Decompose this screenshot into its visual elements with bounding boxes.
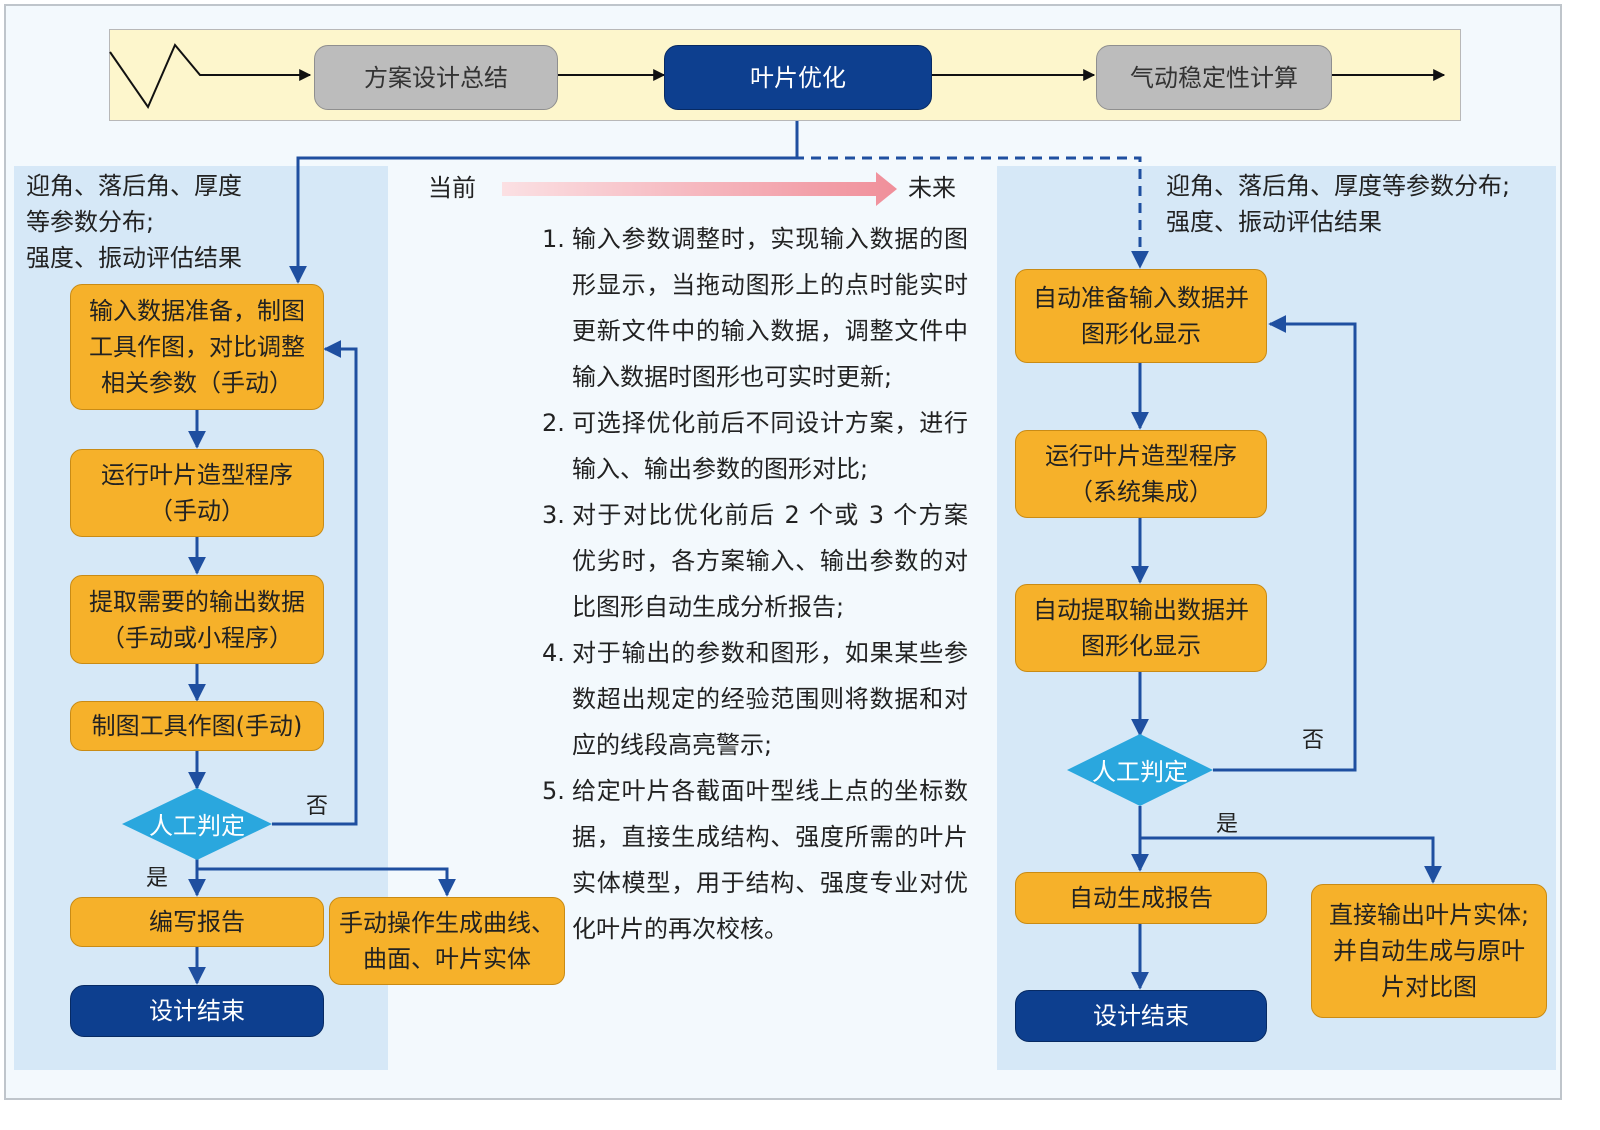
improvement-list: 1.输入参数调整时，实现输入数据的图形显示，当拖动图形上的点时能实时更新文件中的… — [542, 216, 968, 952]
list-item: 5.给定叶片各截面叶型线上点的坐标数据，直接生成结构、强度所需的叶片实体模型，用… — [542, 777, 968, 943]
right-decision-label: 人工判定 — [1092, 758, 1188, 786]
list-item: 4.对于输出的参数和图形，如果某些参数超出规定的经验范围则将数据和对应的线段高亮… — [542, 639, 968, 759]
left-step-extract-output: 提取需要的输出数据 （手动或小程序） — [70, 575, 324, 664]
left-end-box: 设计结束 — [70, 985, 324, 1037]
left-decision-label: 人工判定 — [149, 812, 245, 840]
timeline-future-label: 未来 — [908, 174, 956, 202]
left-no-label: 否 — [306, 794, 329, 819]
optimize-box: 叶片优化 — [664, 45, 932, 110]
summary-box: 方案设计总结 — [314, 45, 558, 110]
left-report-box: 编写报告 — [70, 897, 324, 947]
list-item: 1.输入参数调整时，实现输入数据的图形显示，当拖动图形上的点时能实时更新文件中的… — [542, 225, 968, 391]
right-step-run-program: 运行叶片造型程序 （系统集成） — [1015, 430, 1267, 518]
right-decision-diamond — [1067, 734, 1213, 806]
left-manual-model-box: 手动操作生成曲线、 曲面、叶片实体 — [329, 897, 565, 985]
left-decision-diamond — [122, 788, 272, 860]
future-path-connector — [795, 121, 1149, 269]
right-step-auto-output: 自动提取输出数据并 图形化显示 — [1015, 584, 1267, 672]
left-yes-label: 是 — [146, 866, 169, 891]
timeline-arrow — [502, 172, 897, 206]
left-header: 迎角、落后角、厚度 等参数分布; 强度、振动评估结果 — [26, 172, 242, 272]
right-step-auto-input: 自动准备输入数据并 图形化显示 — [1015, 269, 1267, 363]
right-end-box: 设计结束 — [1015, 990, 1267, 1042]
right-no-label: 否 — [1302, 728, 1325, 753]
right-report-box: 自动生成报告 — [1015, 872, 1267, 924]
left-step-plot: 制图工具作图(手动) — [70, 701, 324, 751]
zigzag-icon — [109, 43, 312, 110]
left-step-run-program: 运行叶片造型程序 （手动） — [70, 449, 324, 537]
list-item: 3.对于对比优化前后 2 个或 3 个方案优劣时，各方案输入、输出参数的对比图形… — [542, 501, 968, 621]
left-step-input-prep: 输入数据准备，制图 工具作图，对比调整 相关参数（手动） — [70, 284, 324, 410]
aero-box: 气动稳定性计算 — [1096, 45, 1332, 110]
right-yes-label: 是 — [1216, 812, 1239, 837]
list-item: 2.可选择优化前后不同设计方案，进行输入、输出参数的图形对比; — [542, 409, 968, 483]
right-header: 迎角、落后角、厚度等参数分布; 强度、振动评估结果 — [1166, 172, 1511, 236]
right-export-box: 直接输出叶片实体; 并自动生成与原叶 片对比图 — [1311, 884, 1547, 1018]
timeline-current-label: 当前 — [428, 174, 476, 202]
